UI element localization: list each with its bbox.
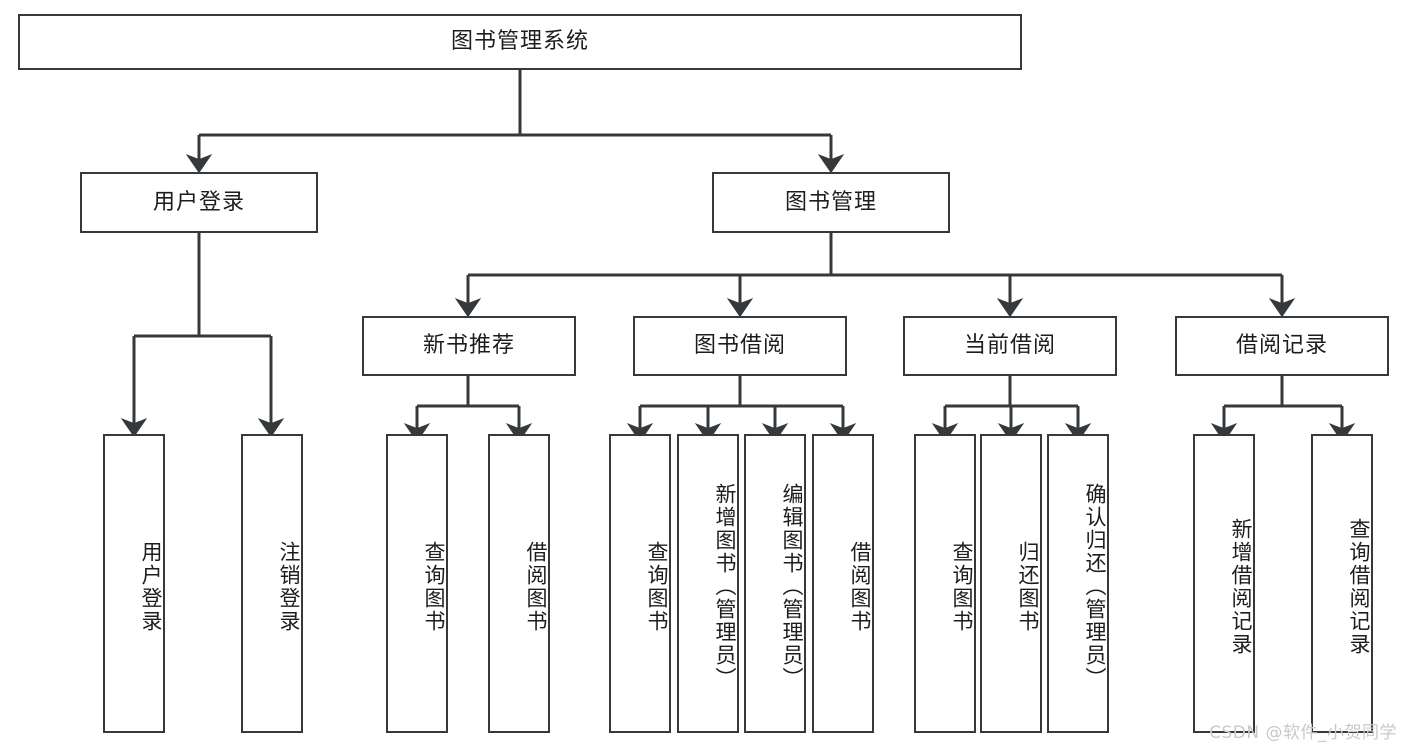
node-book-management[interactable]: 图书管理 — [712, 172, 950, 233]
node-new-book-recommend[interactable]: 新书推荐 — [362, 316, 576, 376]
node-label: 借阅图书 — [524, 540, 548, 633]
leaf-user-login-signout[interactable]: 注销登录 — [241, 434, 303, 733]
node-label: 当前借阅 — [963, 333, 1056, 358]
node-label: 查询图书 — [422, 540, 446, 633]
node-label: 归还图书 — [1016, 540, 1040, 633]
node-label: 新增借阅记录 — [1229, 517, 1253, 656]
watermark: CSDN @软件_小贺同学 — [1209, 723, 1397, 743]
node-root-system[interactable]: 图书管理系统 — [18, 14, 1022, 70]
node-label: 确认归还（管理员） — [1083, 483, 1107, 690]
node-label: 查询图书 — [950, 540, 974, 633]
node-user-login[interactable]: 用户登录 — [80, 172, 318, 233]
node-label: 用户登录 — [139, 540, 163, 633]
leaf-borrow-borrow-book[interactable]: 借阅图书 — [812, 434, 874, 733]
node-borrow-record[interactable]: 借阅记录 — [1175, 316, 1389, 376]
node-label: 图书管理 — [784, 189, 877, 215]
leaf-current-return-book[interactable]: 归还图书 — [980, 434, 1042, 733]
node-label: 借阅记录 — [1235, 333, 1328, 358]
leaf-record-query-record[interactable]: 查询借阅记录 — [1311, 434, 1373, 733]
leaf-current-confirm-return-admin[interactable]: 确认归还（管理员） — [1047, 434, 1109, 733]
node-book-borrow[interactable]: 图书借阅 — [633, 316, 847, 376]
leaf-borrow-edit-book-admin[interactable]: 编辑图书（管理员） — [744, 434, 806, 733]
leaf-recommend-borrow-book[interactable]: 借阅图书 — [488, 434, 550, 733]
node-label: 借阅图书 — [848, 540, 872, 633]
leaf-record-add-record[interactable]: 新增借阅记录 — [1193, 434, 1255, 733]
leaf-borrow-query-book[interactable]: 查询图书 — [609, 434, 671, 733]
node-label: 新书推荐 — [422, 333, 515, 358]
node-label: 查询借阅记录 — [1347, 517, 1371, 656]
leaf-recommend-query-book[interactable]: 查询图书 — [386, 434, 448, 733]
node-label: 图书借阅 — [693, 333, 786, 358]
node-label: 查询图书 — [645, 540, 669, 633]
node-label: 注销登录 — [277, 540, 301, 633]
node-label: 图书管理系统 — [450, 29, 589, 54]
node-current-borrow[interactable]: 当前借阅 — [903, 316, 1117, 376]
leaf-user-login-signin[interactable]: 用户登录 — [103, 434, 165, 733]
node-label: 编辑图书（管理员） — [780, 483, 804, 690]
leaf-borrow-add-book-admin[interactable]: 新增图书（管理员） — [677, 434, 739, 733]
node-label: 新增图书（管理员） — [713, 483, 737, 690]
node-label: 用户登录 — [152, 189, 245, 215]
leaf-current-query-book[interactable]: 查询图书 — [914, 434, 976, 733]
